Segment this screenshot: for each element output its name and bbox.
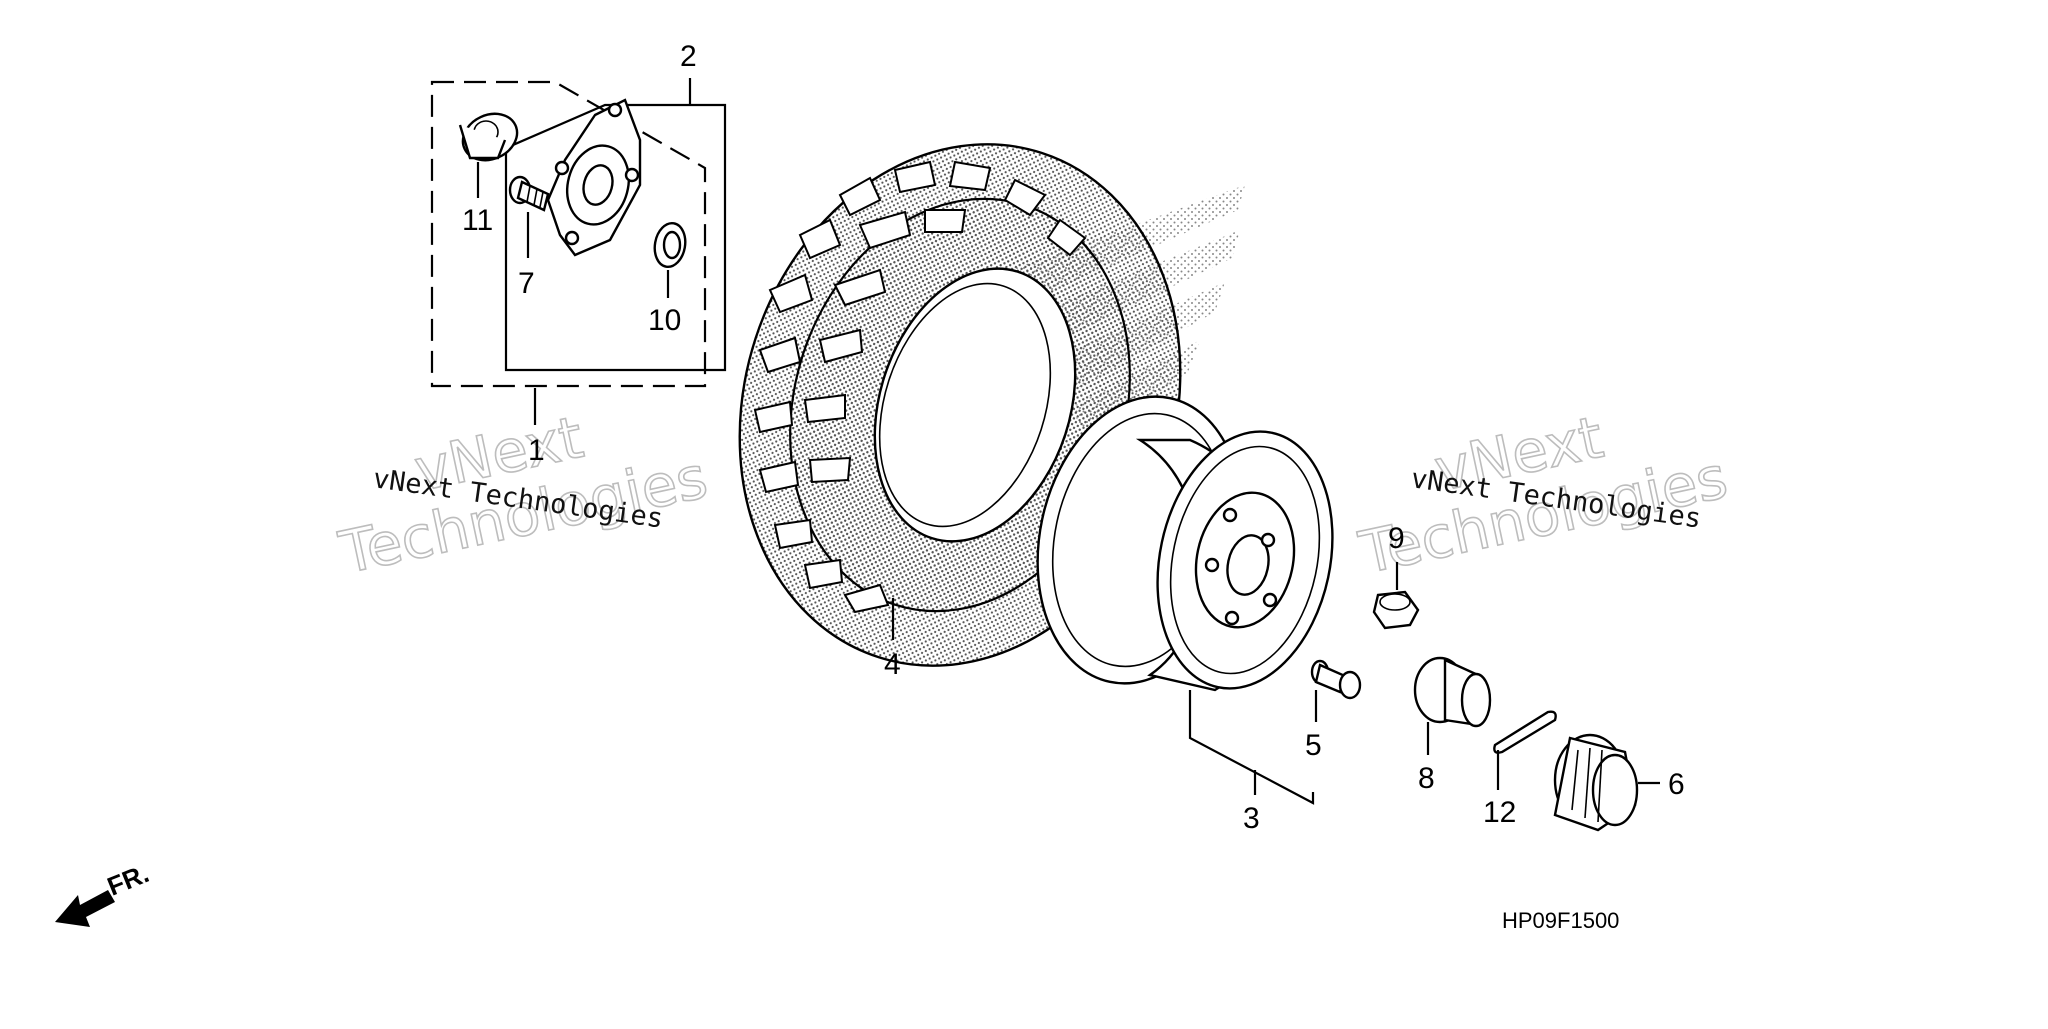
stud-part-7[interactable] [508,175,550,258]
nut-part-9[interactable] [1372,562,1420,630]
front-direction-arrow-icon: FR. [55,858,153,927]
bearing-part-10[interactable] [651,221,688,298]
callout-7: 7 [518,267,535,300]
wheel-rim-part-3[interactable] [1012,377,1355,805]
callout-3: 3 [1243,802,1260,835]
tire-part-4[interactable] [674,87,1247,724]
callout-11: 11 [462,204,493,237]
callout-8: 8 [1418,762,1435,795]
valve-part-5[interactable] [1310,659,1362,722]
callout-9: 9 [1388,522,1405,555]
callout-2: 2 [680,40,697,73]
callout-10: 10 [648,304,681,337]
callout-12: 12 [1483,796,1516,829]
collar-part-11[interactable] [455,105,524,198]
callout-1: 1 [528,434,545,467]
callout-4: 4 [884,648,901,681]
castle-nut-part-8[interactable] [1413,656,1492,755]
callout-5: 5 [1305,729,1322,762]
callout-6: 6 [1668,768,1685,801]
hub-plate-part-2[interactable] [546,98,642,257]
cotter-pin-part-12[interactable] [1493,710,1557,790]
hub-cap-part-6[interactable] [1553,733,1660,832]
hub-assembly-outline [430,78,727,425]
drawing-code: HP09F1500 [1502,908,1619,933]
